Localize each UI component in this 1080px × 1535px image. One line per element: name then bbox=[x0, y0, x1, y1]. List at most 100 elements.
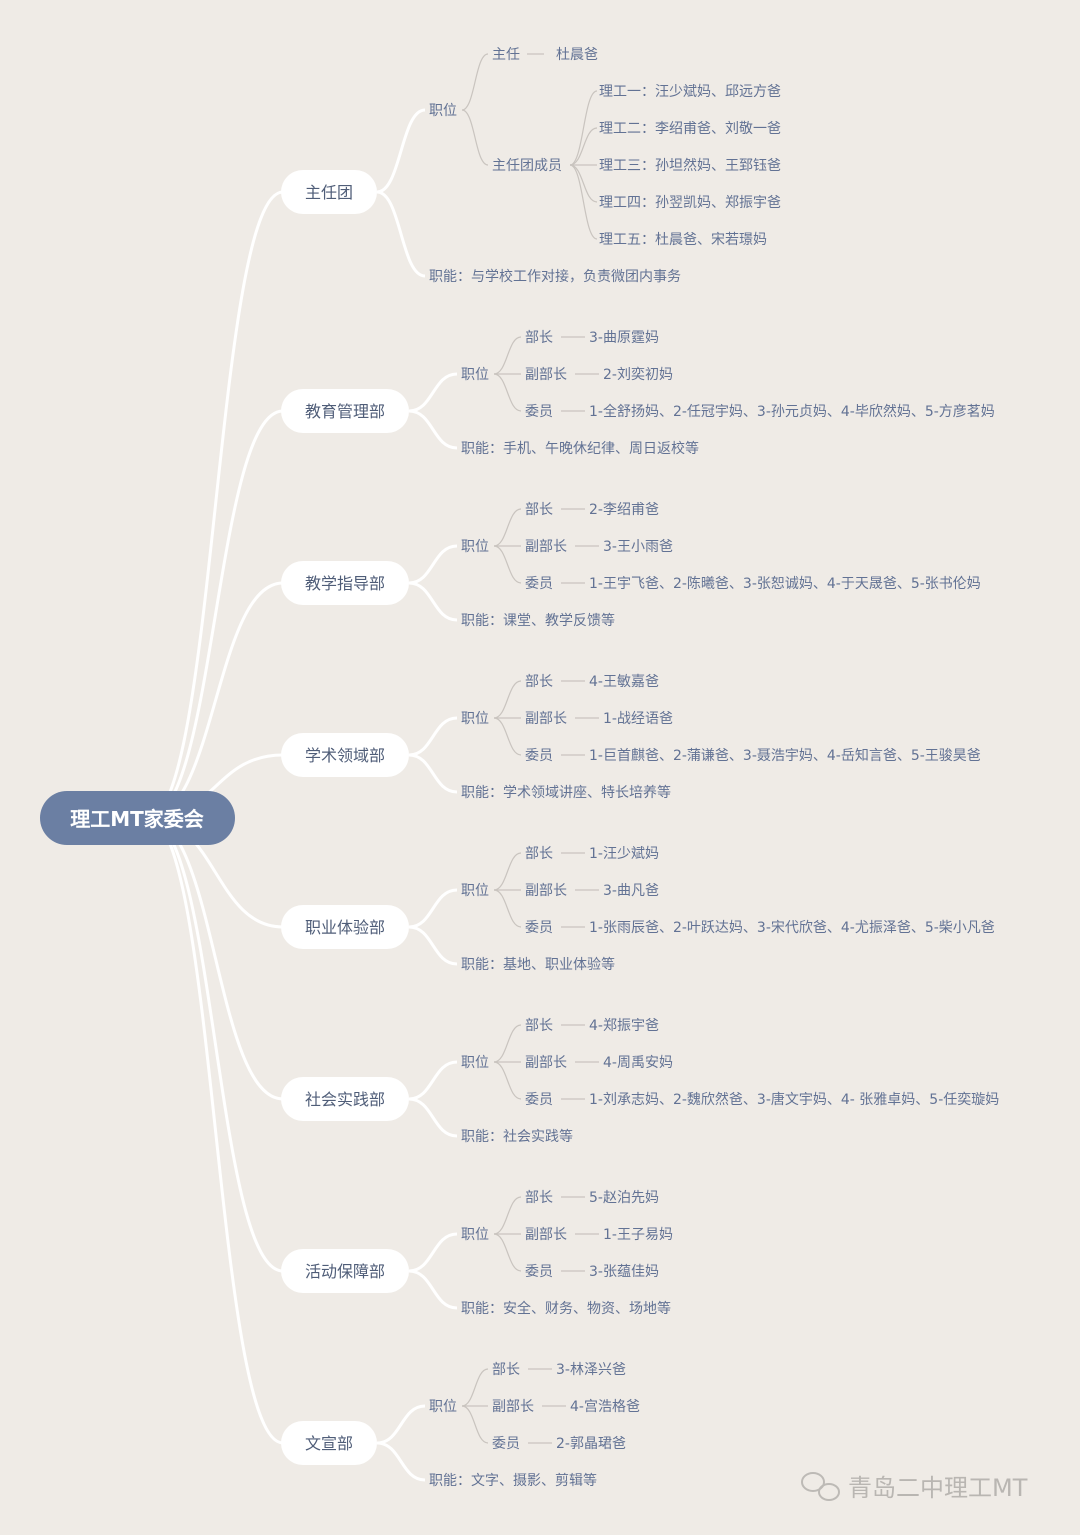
watermark-text: 青岛二中理工MT bbox=[848, 1474, 1028, 1502]
root-node[interactable]: 理工MT家委会 bbox=[40, 791, 235, 845]
role-connector bbox=[493, 508, 522, 547]
role-title: 委员 bbox=[525, 404, 553, 420]
role-value: 3-林泽兴爸 bbox=[556, 1362, 626, 1378]
role-title: 部长 bbox=[492, 1362, 520, 1378]
duty-text: 职能：学术领域讲座、特长培养等 bbox=[461, 784, 671, 801]
department-title: 文宣部 bbox=[305, 1434, 353, 1453]
member-connector bbox=[569, 127, 598, 166]
watermark: 青岛二中理工MT bbox=[801, 1472, 1028, 1502]
role-connector bbox=[493, 336, 522, 375]
root-title: 理工MT家委会 bbox=[70, 807, 204, 831]
role-value: 1-张雨辰爸、2-叶跃达妈、3-宋代欣爸、4-尤振泽爸、5-柴小凡爸 bbox=[589, 920, 995, 936]
role-connector bbox=[493, 373, 522, 412]
role-title: 副部长 bbox=[525, 711, 567, 727]
department-pill bbox=[281, 170, 377, 214]
position-connector bbox=[408, 372, 458, 413]
node-layer: 主任团职位职能：与学校工作对接，负责微团内事务主任杜晨爸主任团成员理工一：汪少斌… bbox=[281, 47, 999, 1489]
role-value: 2-李绍甫爸 bbox=[589, 502, 659, 518]
role-title: 委员 bbox=[525, 1092, 553, 1108]
member-connector bbox=[569, 164, 598, 240]
department-node[interactable]: 活动保障部 bbox=[281, 1249, 409, 1293]
role-title: 主任 bbox=[492, 47, 520, 63]
duty-text: 职能：手机、午晚休纪律、周日返校等 bbox=[461, 440, 699, 457]
department-node[interactable]: 主任团 bbox=[281, 170, 377, 214]
role-value: 2-刘奕初妈 bbox=[603, 366, 673, 383]
root-branch-connector bbox=[147, 190, 284, 820]
department-node[interactable]: 教学指导部 bbox=[281, 561, 409, 605]
department-title: 活动保障部 bbox=[305, 1262, 385, 1281]
role-value: 3-张蕴佳妈 bbox=[589, 1264, 659, 1280]
department-pill bbox=[281, 905, 409, 949]
role-title: 部长 bbox=[525, 1190, 553, 1206]
role-title: 副部长 bbox=[525, 1227, 567, 1243]
department-title: 学术领域部 bbox=[305, 746, 385, 765]
role-value: 1-王子易妈 bbox=[603, 1227, 673, 1243]
department-node[interactable]: 教育管理部 bbox=[281, 389, 409, 433]
role-value: 2-郭晶珺爸 bbox=[556, 1435, 626, 1452]
department-node[interactable]: 文宣部 bbox=[281, 1421, 377, 1465]
duty-connector bbox=[408, 925, 458, 966]
department-pill bbox=[281, 733, 409, 777]
duty-text: 职能：基地、职业体验等 bbox=[461, 956, 615, 973]
duty-connector bbox=[408, 1269, 458, 1310]
position-label: 职位 bbox=[429, 103, 457, 119]
role-connector bbox=[493, 1061, 522, 1100]
position-label: 职位 bbox=[461, 367, 489, 383]
role-title: 委员 bbox=[525, 920, 553, 936]
role-connector bbox=[493, 1196, 522, 1235]
department-pill bbox=[281, 1421, 377, 1465]
root-branch-connector bbox=[147, 816, 284, 1273]
role-connector bbox=[461, 1405, 489, 1444]
department-node[interactable]: 社会实践部 bbox=[281, 1077, 409, 1121]
role-value: 杜晨爸 bbox=[556, 47, 598, 63]
department-title: 主任团 bbox=[305, 183, 353, 202]
role-title: 副部长 bbox=[492, 1399, 534, 1415]
role-connector bbox=[493, 852, 522, 891]
member-connector bbox=[569, 90, 598, 166]
department-title: 社会实践部 bbox=[305, 1090, 385, 1109]
role-connector bbox=[493, 680, 522, 719]
role-value: 1-巨首麒爸、2-蒲谦爸、3-聂浩宇妈、4-岳知言爸、5-王骏昊爸 bbox=[589, 747, 981, 764]
position-connector bbox=[408, 888, 458, 929]
role-connector bbox=[493, 889, 522, 928]
role-title: 部长 bbox=[525, 1018, 553, 1034]
role-value: 1-战经语爸 bbox=[603, 711, 673, 727]
role-value: 4-王敏嘉爸 bbox=[589, 674, 659, 690]
department-node[interactable]: 学术领域部 bbox=[281, 733, 409, 777]
department-pill bbox=[281, 1249, 409, 1293]
position-connector bbox=[376, 108, 426, 194]
member-item: 理工五：杜晨爸、宋若璟妈 bbox=[599, 232, 767, 248]
role-value: 5-赵泊先妈 bbox=[589, 1190, 659, 1206]
duty-connector bbox=[376, 190, 426, 278]
department-title: 教学指导部 bbox=[305, 574, 385, 593]
department-node[interactable]: 职业体验部 bbox=[281, 905, 409, 949]
role-value: 4-宫浩格爸 bbox=[570, 1399, 640, 1415]
position-connector bbox=[376, 1404, 426, 1445]
department-pill bbox=[281, 389, 409, 433]
role-value: 1-王宇飞爸、2-陈曦爸、3-张恕诚妈、4-于天晟爸、5-张书伦妈 bbox=[589, 575, 981, 592]
member-item: 理工三：孙坦然妈、王郅钰爸 bbox=[599, 157, 781, 174]
role-connector bbox=[461, 1368, 489, 1407]
role-title: 主任团成员 bbox=[492, 158, 562, 174]
role-value: 4-周禹安妈 bbox=[603, 1055, 673, 1071]
root-branch-connector bbox=[147, 816, 284, 1445]
role-title: 部长 bbox=[525, 674, 553, 690]
position-connector bbox=[408, 1060, 458, 1101]
role-connector bbox=[493, 1233, 522, 1272]
duty-connector bbox=[408, 409, 458, 450]
duty-text: 职能：社会实践等 bbox=[461, 1128, 573, 1145]
duty-text: 职能：课堂、教学反馈等 bbox=[461, 612, 615, 629]
role-connector bbox=[461, 109, 489, 166]
position-label: 职位 bbox=[461, 1055, 489, 1071]
role-title: 部长 bbox=[525, 330, 553, 346]
role-title: 委员 bbox=[525, 748, 553, 764]
role-title: 委员 bbox=[525, 1264, 553, 1280]
duty-text: 职能：文字、摄影、剪辑等 bbox=[429, 1472, 597, 1489]
role-title: 副部长 bbox=[525, 883, 567, 899]
duty-connector bbox=[408, 753, 458, 794]
role-value: 1-全舒扬妈、2-任冠宇妈、3-孙元贞妈、4-毕欣然妈、5-方彦茗妈 bbox=[589, 403, 995, 420]
position-label: 职位 bbox=[461, 883, 489, 899]
duty-connector bbox=[376, 1441, 426, 1482]
role-title: 副部长 bbox=[525, 367, 567, 383]
